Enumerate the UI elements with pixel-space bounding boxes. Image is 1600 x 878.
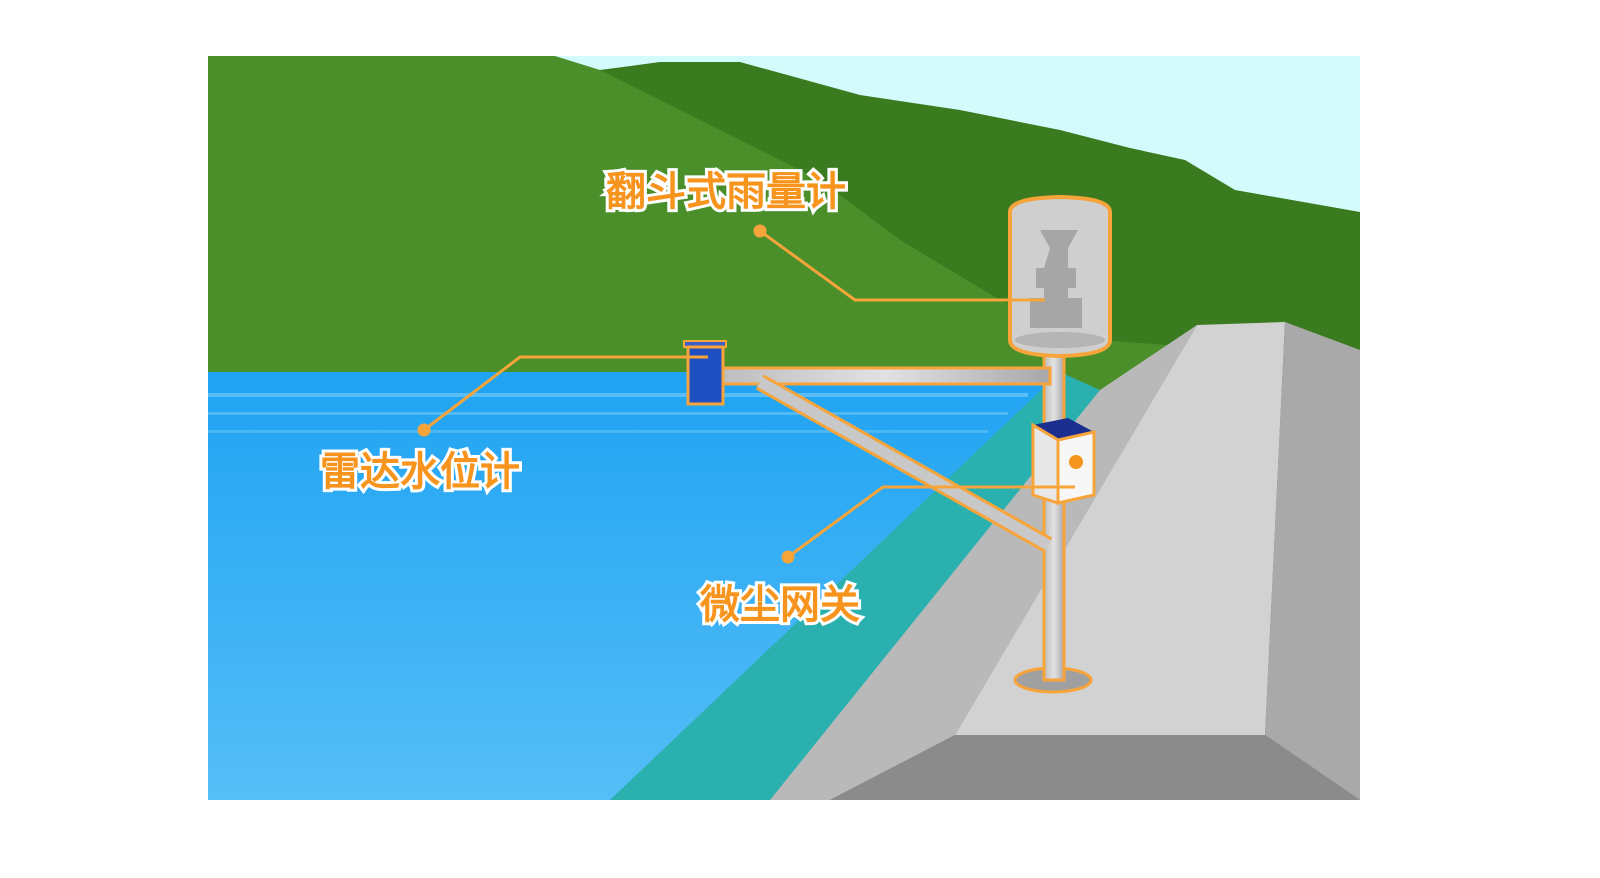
leader-radar	[423, 355, 708, 432]
dam-base	[830, 735, 1360, 800]
rain-gauge-device	[1008, 194, 1112, 359]
radar-level-device	[683, 340, 727, 406]
leader-gateway	[787, 485, 1075, 559]
gateway-logo-icon	[1069, 455, 1083, 469]
label-rain-gauge: 翻斗式雨量计	[606, 169, 846, 215]
label-gateway: 微尘网关	[699, 582, 860, 628]
water	[208, 372, 1060, 800]
dam-right-face	[1265, 322, 1360, 800]
hill-back	[600, 62, 1360, 360]
shore-teal	[610, 372, 1100, 800]
dam-top	[955, 322, 1285, 735]
leader-rain-gauge	[759, 229, 1045, 302]
pole	[1042, 343, 1066, 682]
gateway-device	[1031, 418, 1096, 506]
label-radar-level: 雷达水位计	[320, 449, 520, 495]
